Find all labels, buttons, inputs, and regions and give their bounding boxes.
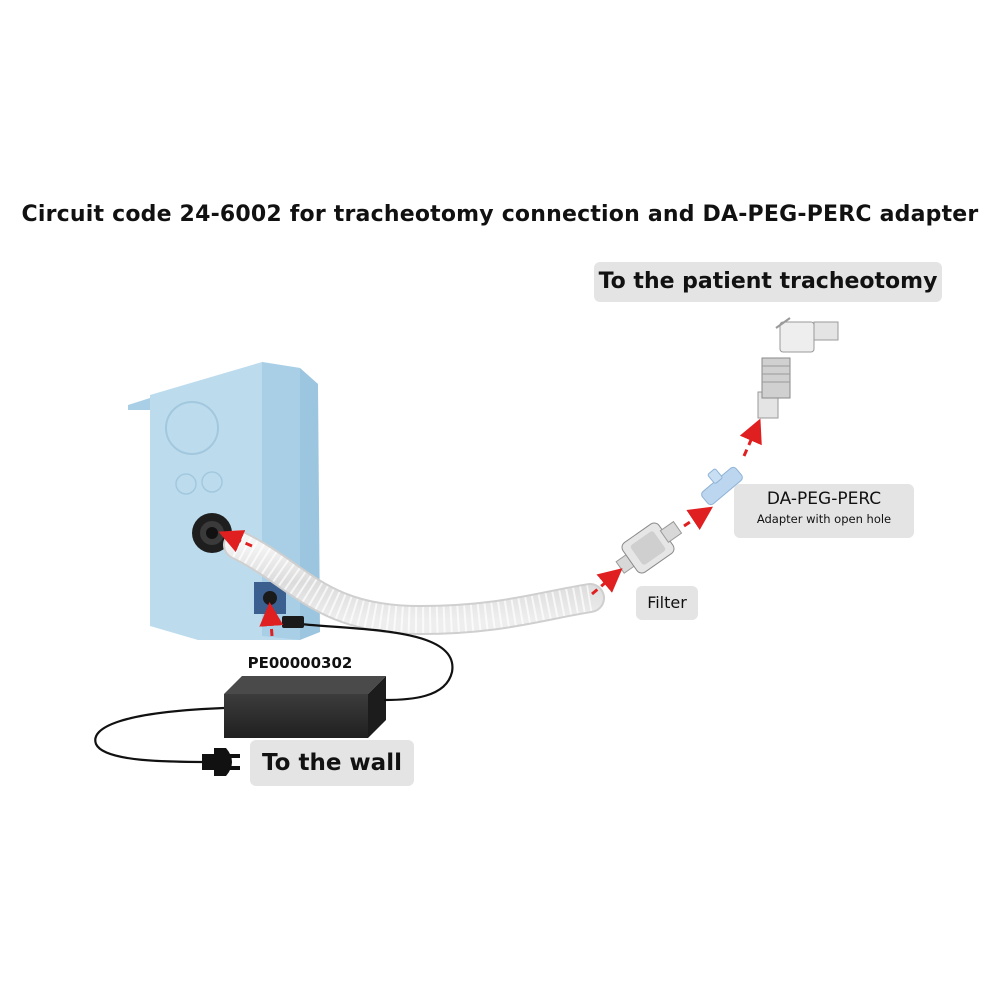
adapter-component [701, 466, 743, 506]
dc-plug [282, 616, 304, 628]
adapter-name: DA-PEG-PERC [766, 489, 882, 509]
ventilator-device [128, 362, 320, 640]
power-supply-code: PE00000302 [247, 654, 353, 672]
arrow-adapter-to-connector [739, 418, 762, 457]
power-supply [224, 676, 386, 738]
power-cables [94, 622, 454, 764]
arrow-tube-to-device [218, 530, 253, 553]
filter-label: Filter [636, 586, 698, 620]
arrow-filter-to-adapter [683, 506, 713, 530]
tracheotomy-connector [757, 317, 839, 419]
wall-plug-icon [202, 748, 240, 776]
wall-label: To the wall [250, 740, 414, 786]
filter-component [615, 520, 683, 574]
diagram-title: Circuit code 24-6002 for tracheotomy con… [21, 202, 979, 227]
connection-arrows [218, 418, 762, 637]
arrow-tube-to-filter [591, 568, 623, 596]
patient-label: To the patient tracheotomy [594, 262, 942, 302]
arrow-plug-to-device [259, 602, 284, 637]
adapter-label: DA-PEG-PERC Adapter with open hole [734, 484, 914, 538]
adapter-description: Adapter with open hole [756, 512, 892, 526]
corrugated-tube [223, 530, 605, 636]
